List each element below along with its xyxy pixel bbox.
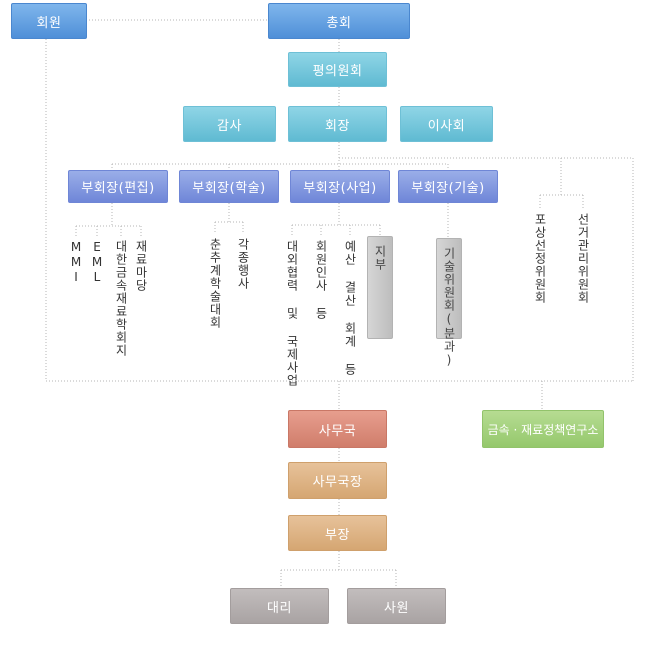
council-node: 평의원회 [288, 52, 387, 87]
technical-committee-node: 기술위원회(분과) [436, 238, 462, 368]
technical-committee-label: 기술위원회(분과) [442, 247, 456, 368]
assistant-manager-node: 대리 [230, 588, 329, 624]
vp-editing-node: 부회장(편집) [68, 170, 168, 203]
research-institute-node: 금속 · 재료정책연구소 [482, 410, 604, 448]
academic-item-events: 각종행사 [236, 238, 250, 290]
secretariat-node: 사무국 [288, 410, 387, 448]
president-node: 회장 [288, 106, 387, 142]
general-assembly-node: 총회 [268, 3, 410, 39]
business-item-external: 대외협력 및 국제사업 [285, 240, 299, 387]
members-node: 회원 [11, 3, 87, 39]
secretary-general-node: 사무국장 [288, 462, 387, 499]
business-branch-label: 지부 [373, 245, 387, 271]
editing-item-mmi: MMI [69, 240, 83, 285]
editing-item-journal: 대한금속재료학회지 [114, 240, 128, 357]
business-item-membership: 회원인사 등 [314, 240, 328, 320]
business-branch-node: 지부 [367, 236, 393, 339]
election-committee: 선거관리위원회 [576, 213, 590, 304]
business-item-accounting: 예산 결산 회계 등 [343, 240, 357, 376]
auditor-node: 감사 [183, 106, 276, 142]
board-node: 이사회 [400, 106, 493, 142]
award-committee: 포상선정위원회 [533, 213, 547, 304]
editing-item-eml: EML [90, 240, 104, 285]
academic-item-conference: 춘추계학술대회 [208, 238, 222, 329]
editing-item-magazine: 재료마당 [134, 240, 148, 292]
vp-business-node: 부회장(사업) [290, 170, 390, 203]
vp-technical-node: 부회장(기술) [398, 170, 498, 203]
manager-node: 부장 [288, 515, 387, 551]
vp-academic-node: 부회장(학술) [179, 170, 279, 203]
staff-node: 사원 [347, 588, 446, 624]
